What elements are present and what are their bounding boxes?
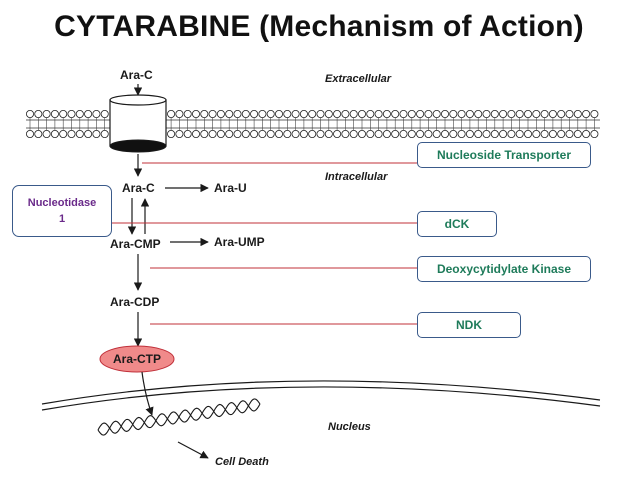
ara-cdp-label: Ara-CDP: [110, 295, 159, 309]
nucleotidase-1-box: Nucleotidase 1: [12, 185, 112, 237]
dna-to-cell-death-arrow: [177, 441, 209, 459]
nucleoside-transporter-box: Nucleoside Transporter: [417, 142, 591, 168]
cell-membrane: [25, 110, 600, 138]
ndk-box: NDK: [417, 312, 521, 338]
deoxycytidylate-kinase-box: Deoxycytidylate Kinase: [417, 256, 591, 282]
nucleus-label: Nucleus: [328, 421, 371, 433]
ara-cmp-label: Ara-CMP: [110, 237, 161, 251]
ara-ctp-to-dna-arrow: [141, 371, 154, 416]
nucleotidase-label-line1: Nucleotidase: [27, 197, 97, 209]
ara-c-label: Ara-C: [122, 181, 155, 195]
intracellular-label: Intracellular: [325, 171, 388, 183]
ara-ump-label: Ara-UMP: [214, 235, 265, 249]
page-title: CYTARABINE (Mechanism of Action): [54, 10, 584, 43]
cell-death-label: Cell Death: [215, 456, 269, 468]
dna-helix-icon: [97, 398, 261, 436]
nucleotidase-label-line2: 1: [58, 213, 66, 225]
dck-box: dCK: [417, 211, 497, 237]
membrane-inner-heads: [25, 124, 599, 138]
nuclear-membrane-outer: [41, 380, 601, 405]
nuclear-membrane-inner: [41, 386, 601, 411]
ara-c-extracellular-label: Ara-C: [120, 68, 153, 82]
ara-ctp-label: Ara-CTP: [113, 352, 161, 366]
ara-u-label: Ara-U: [214, 181, 247, 195]
membrane-outer-heads: [25, 110, 599, 124]
transporter-channel-icon: [109, 94, 167, 153]
ara-ctp-highlight: [99, 345, 175, 373]
extracellular-label: Extracellular: [325, 73, 392, 85]
